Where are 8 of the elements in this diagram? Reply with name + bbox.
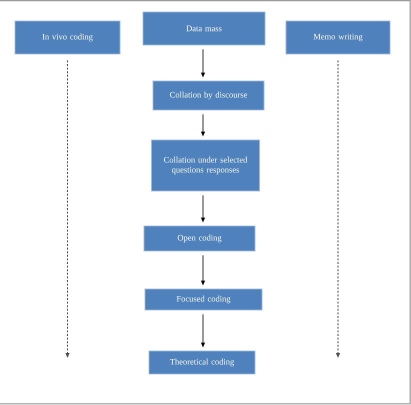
process-box: Memo writing <box>286 20 390 54</box>
process-box: Collation by discourse <box>152 80 264 110</box>
process-box: Data mass <box>142 12 266 46</box>
process-box: In vivo coding <box>14 20 120 54</box>
process-box: Theoretical coding <box>148 350 256 374</box>
process-box: Collation under selected questions responses <box>151 140 260 192</box>
process-box: Open coding <box>144 226 256 252</box>
process-box: Focused coding <box>144 288 262 310</box>
